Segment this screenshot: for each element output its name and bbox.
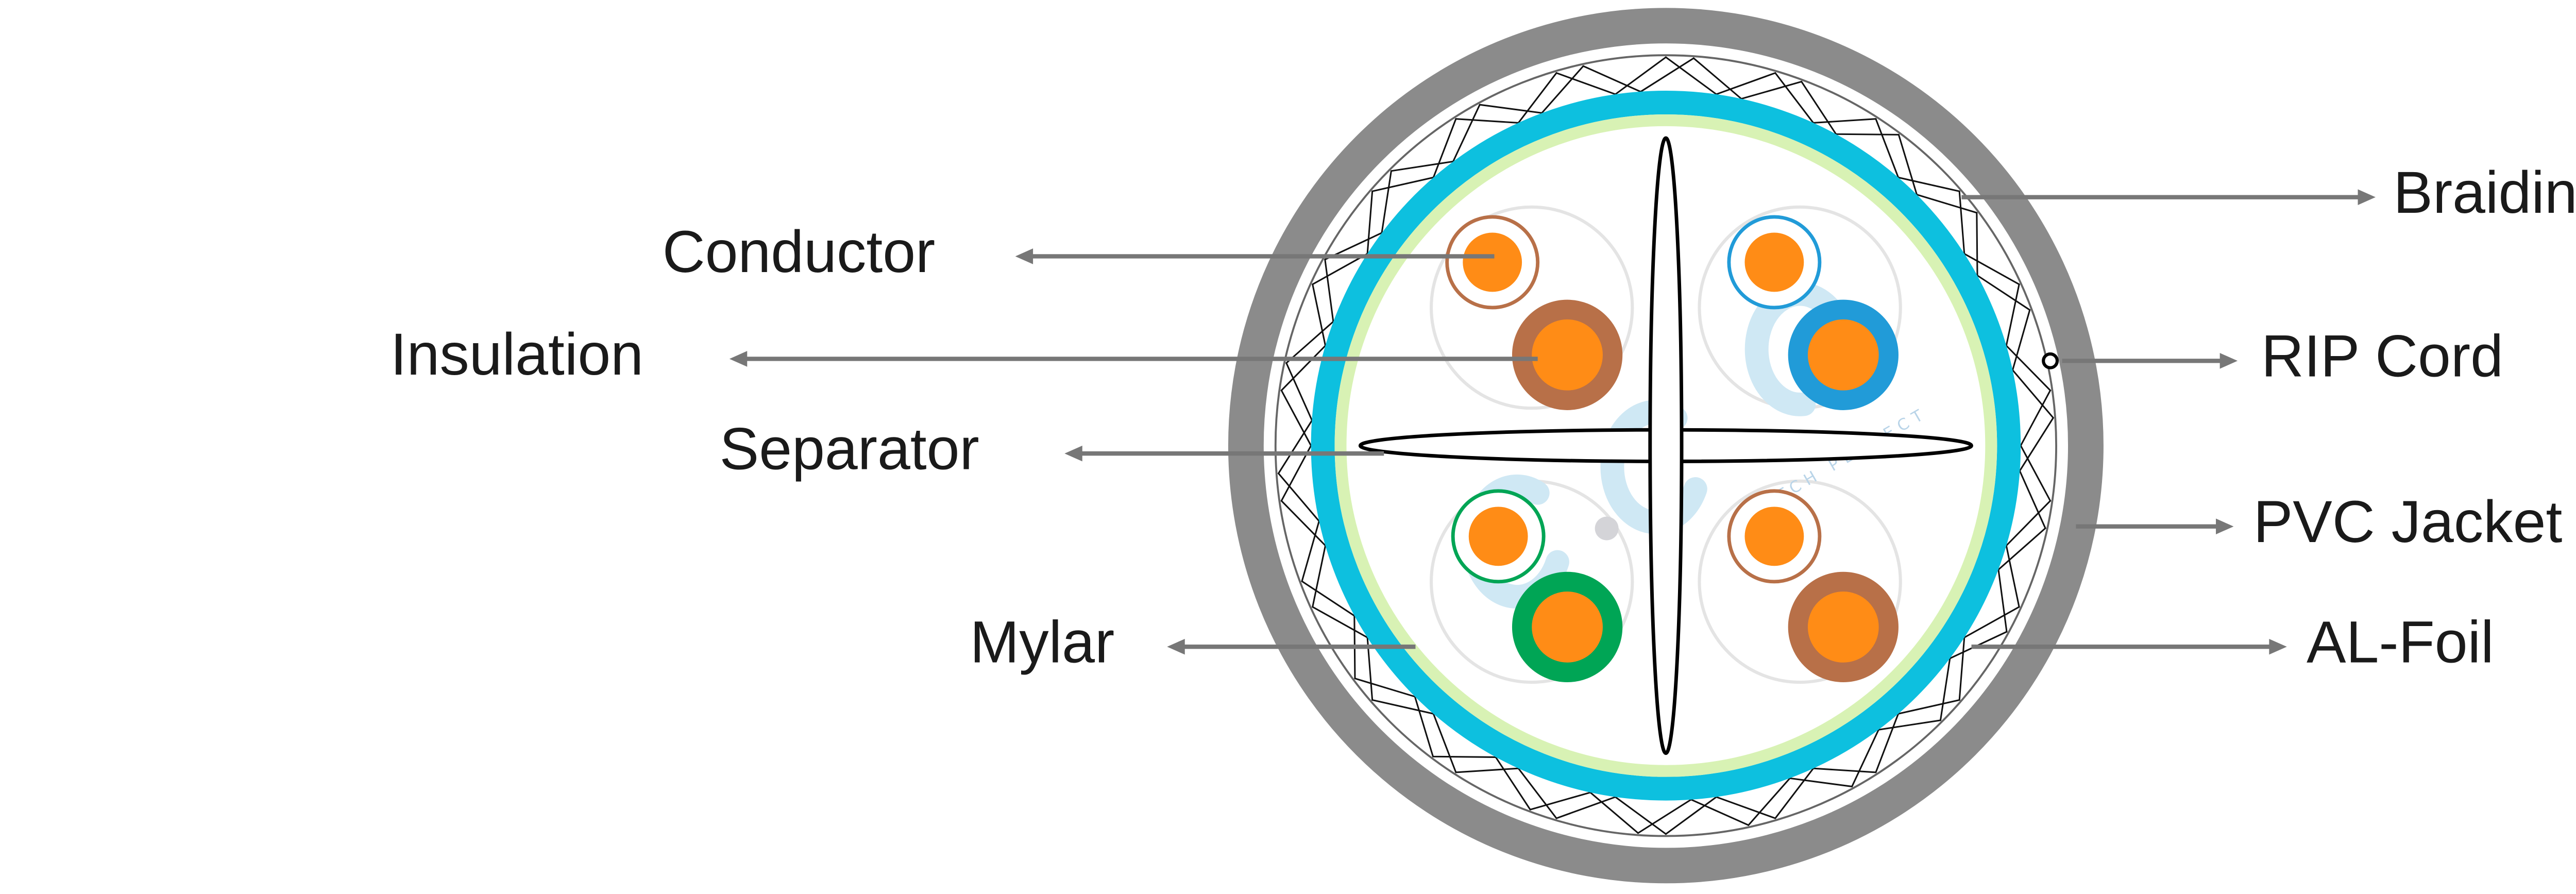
label-insulation: Insulation: [391, 322, 643, 387]
brown-pair-2-conductor: [1744, 507, 1804, 566]
pvc-jacket: [1228, 8, 2104, 884]
braiding-outer-line: [1274, 54, 2057, 837]
pair-bundle: [1430, 205, 1634, 410]
blue-pair-conductor: [1744, 232, 1804, 292]
label-separator: Separator: [720, 416, 979, 482]
filler-dot: [1595, 516, 1619, 541]
blue-pair-conductor: [1811, 323, 1875, 387]
label-braiding: Braiding: [2393, 160, 2576, 226]
separator: [1358, 136, 1973, 755]
brown-pair-2-conductor: [1811, 595, 1875, 659]
callout-al-foil: AL-Foil: [1971, 609, 2494, 675]
label-pvc-jacket: PVC Jacket: [2253, 489, 2563, 555]
label-al-foil: AL-Foil: [2307, 609, 2494, 675]
pair-bundle: [1698, 479, 1902, 684]
label-rip-cord: RIP Cord: [2261, 324, 2503, 390]
callout-conductor: Conductor: [663, 219, 1495, 285]
green-pair-conductor: [1468, 507, 1528, 566]
separator-center: [1652, 432, 1680, 460]
green-pair-conductor: [1535, 595, 1599, 659]
brown-pair-conductor: [1463, 232, 1522, 292]
rip-cord: [2042, 352, 2059, 369]
cable: PATCH PERFECT: [1228, 8, 2104, 884]
twisted-pairs: [1445, 215, 1899, 683]
callout-mylar: Mylar: [970, 609, 1416, 675]
brown-pair-conductor: [1535, 323, 1599, 387]
label-conductor: Conductor: [663, 219, 936, 285]
callout-pvc-jacket: PVC Jacket: [2076, 489, 2562, 555]
callout-insulation: Insulation: [391, 322, 1538, 387]
callout-separator: Separator: [720, 416, 1384, 482]
callout-braiding: Braiding: [1961, 160, 2576, 226]
callout-rip-cord: RIP Cord: [2062, 324, 2503, 390]
label-mylar: Mylar: [970, 609, 1115, 675]
callouts: Conductor Insulation Separator Mylar Bra…: [391, 160, 2576, 675]
